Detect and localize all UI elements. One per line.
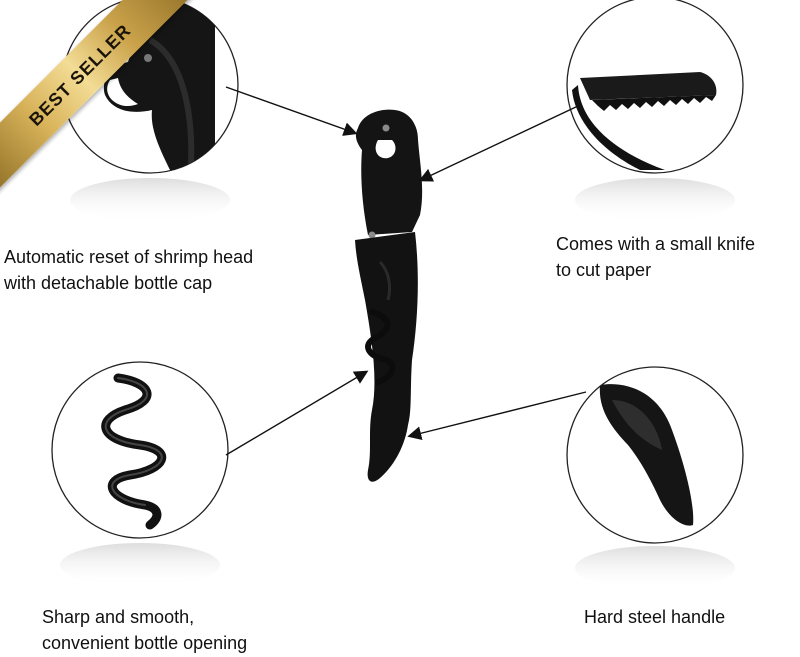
- detail-circle-handle: [566, 366, 744, 590]
- pointer-arrows: [225, 86, 587, 456]
- corkscrew-product: [355, 109, 423, 482]
- caption-knife: Comes with a small knife to cut paper: [556, 231, 755, 283]
- spiral-worm-icon: [101, 373, 167, 530]
- caption-cap-opener: Automatic reset of shrimp head with deta…: [4, 244, 253, 296]
- caption-spiral-line1: Sharp and smooth,: [42, 607, 195, 627]
- detail-circle-spiral: [51, 361, 229, 587]
- steel-handle-icon: [599, 384, 694, 526]
- caption-cap-opener-line2: with detachable bottle cap: [4, 273, 213, 293]
- caption-spiral: Sharp and smooth, convenient bottle open…: [42, 604, 247, 656]
- arrow-knife: [418, 105, 579, 182]
- caption-handle: Hard steel handle: [584, 604, 725, 630]
- caption-knife-line1: Comes with a small knife: [556, 234, 756, 254]
- caption-knife-line2: to cut paper: [556, 260, 652, 280]
- serrated-knife-icon: [572, 72, 717, 170]
- caption-cap-opener-line1: Automatic reset of shrimp head: [4, 247, 254, 267]
- caption-spiral-line2: convenient bottle opening: [42, 633, 248, 653]
- detail-circle-cap-opener: [61, 0, 239, 222]
- detail-circle-knife: [566, 0, 744, 222]
- arrow-handle: [407, 391, 587, 441]
- caption-handle-line1: Hard steel handle: [584, 607, 726, 627]
- arrow-spiral: [225, 370, 369, 456]
- arrow-cap-opener: [225, 86, 358, 136]
